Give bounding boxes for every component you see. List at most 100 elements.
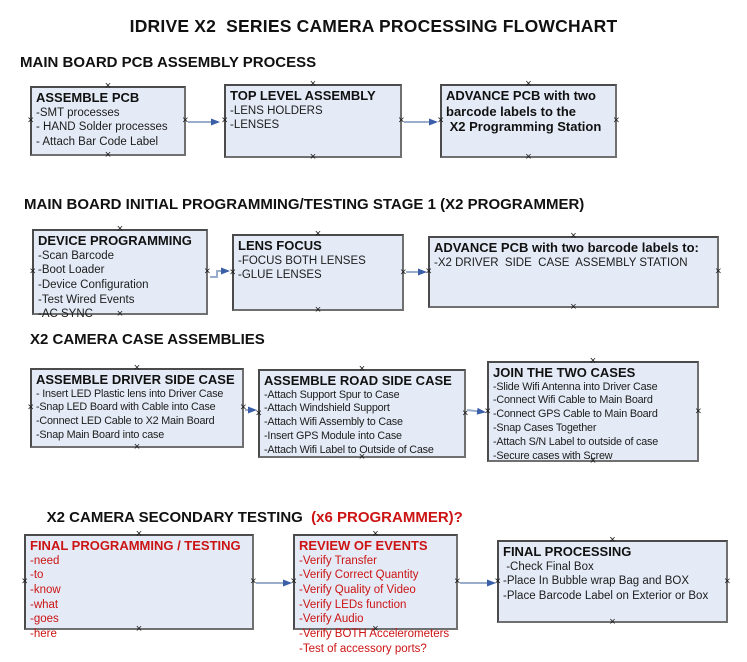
box-item: -Check Final Box <box>503 560 594 573</box>
box-item: -Secure cases with Screw <box>493 449 613 462</box>
connection-handle-bottom: × <box>525 151 532 163</box>
connection-handle-bottom: × <box>358 451 366 463</box>
connection-handle-bottom: × <box>609 616 616 628</box>
box-items: -Scan Barcode-Boot Loader-Device Configu… <box>38 249 202 323</box>
box-title: ADVANCE PCB with two barcode labels to t… <box>446 88 602 135</box>
flow-box-device-programming: DEVICE PROGRAMMING -Scan Barcode-Boot Lo… <box>29 224 211 321</box>
box-item: -Verify Quality of Video <box>299 584 416 597</box>
connection-handle-right: × <box>204 265 211 278</box>
box-item: -Snap Cases Together <box>493 422 597 435</box>
box-title: ASSEMBLE PCB <box>36 90 140 105</box>
box-item: -Test of accessory ports? <box>299 642 427 655</box>
flow-box-top-level-assembly: TOP LEVEL ASSEMBLY -LENS HOLDERS-LENSES … <box>221 79 405 163</box>
connection-handle-left: × <box>21 575 28 588</box>
connection-handle-top: × <box>570 230 577 242</box>
box-item: -Verify Audio <box>299 613 364 626</box>
box-item: -Attach Wifi Assembly to Case <box>264 416 403 429</box>
box-item: -Attach Support Spur to Case <box>264 388 400 401</box>
connection-handle-left: × <box>255 407 262 419</box>
box-title: TOP LEVEL ASSEMBLY <box>230 88 376 103</box>
flow-box-join-the-two-cases: JOIN THE TWO CASES -Slide Wifi Antenna i… <box>484 356 702 467</box>
box-item: -Place In Bubble wrap Bag and BOX <box>503 575 690 588</box>
connection-handle-right: × <box>695 405 702 417</box>
connection-handle-left: × <box>221 114 228 127</box>
box-item: -FOCUS BOTH LENSES <box>238 254 366 267</box>
connection-handle-bottom: × <box>104 149 112 161</box>
connection-handle-top: × <box>135 528 143 540</box>
page-title: IDRIVE X2 SERIES CAMERA PROCESSING FLOWC… <box>129 16 618 36</box>
connection-handle-right: × <box>240 401 247 414</box>
connection-handle-bottom: × <box>589 455 597 467</box>
box-item: -Verify Transfer <box>299 554 377 567</box>
flow-box-assemble-pcb: ASSEMBLE PCB -SMT processes- HAND Solder… <box>27 81 189 161</box>
connection-handle-right: × <box>724 575 731 587</box>
flow-box-review-of-events: REVIEW OF EVENTS -Verify Transfer-Verify… <box>290 529 461 655</box>
box-items: -Verify Transfer -Verify Correct Quantity… <box>299 554 452 657</box>
box-item: - HAND Solder processes <box>36 121 168 134</box>
box-title: REVIEW OF EVENTS <box>299 538 428 553</box>
connection-handle-bottom: × <box>314 304 322 316</box>
box-item: -Snap Main Board into case <box>36 429 165 442</box>
connection-handle-top: × <box>358 363 366 375</box>
box-title: FINAL PROCESSING <box>503 544 632 559</box>
flow-box-assemble-road-side-case: ASSEMBLE ROAD SIDE CASE -Attach Support … <box>255 364 469 463</box>
connection-handle-bottom: × <box>570 301 577 313</box>
box-item: -Verify BOTH Accelerometers <box>299 628 450 641</box>
flow-box-final-programming-testing: FINAL PROGRAMMING / TESTING -need-to-kno… <box>21 529 256 641</box>
box-items: -X2 DRIVER SIDE CASE ASSEMBLY STATION <box>434 256 713 271</box>
box-item: -GLUE LENSES <box>238 269 322 282</box>
connection-handle-right: × <box>454 575 461 588</box>
connection-handle-left: × <box>29 265 36 278</box>
box-item: - Attach Bar Code Label <box>36 136 159 149</box>
box-items: -LENS HOLDERS-LENSES <box>230 104 396 133</box>
box-items: -Attach Support Spur to Case-Attach Wind… <box>264 389 460 458</box>
box-items: -SMT processes- HAND Solder processes- A… <box>36 106 180 150</box>
box-item: -to <box>30 569 44 582</box>
section-heading-main-board-pcb: MAIN BOARD PCB ASSEMBLY PROCESS <box>20 54 317 71</box>
connection-handle-right: × <box>715 265 722 278</box>
box-item: -know <box>30 584 61 597</box>
box-item: -Connect Wifi Cable to Main Board <box>493 394 653 407</box>
flow-box-lens-focus: LENS FOCUS -FOCUS BOTH LENSES-GLUE LENSE… <box>229 229 406 316</box>
box-item: -Verify LEDs function <box>299 598 407 611</box>
box-item: -LENSES <box>230 119 280 132</box>
section-heading-red-part: (x6 PROGRAMMER)? <box>311 509 463 526</box>
connection-handle-top: × <box>116 223 124 235</box>
box-items: -Slide Wifi Antenna into Driver Case-Con… <box>493 381 693 464</box>
box-item: -Verify Correct Quantity <box>299 569 419 582</box>
box-items: -need-to-know-what-goes-here <box>30 554 248 642</box>
box-title: JOIN THE TWO CASES <box>493 365 636 380</box>
connection-handle-right: × <box>613 114 620 127</box>
connection-handle-top: × <box>104 80 112 92</box>
box-item: -Connect LED Cable to X2 Main Board <box>36 415 215 428</box>
connection-handle-left: × <box>484 405 491 417</box>
box-items: -FOCUS BOTH LENSES -GLUE LENSES <box>238 254 398 283</box>
connection-handle-left: × <box>27 114 34 127</box>
flow-box-advance-pcb-driver-side-station: ADVANCE PCB with two barcode labels to: … <box>425 231 722 313</box>
connection-handle-right: × <box>398 114 405 127</box>
box-item: -Device Configuration <box>38 279 149 292</box>
box-title: ASSEMBLE ROAD SIDE CASE <box>264 373 452 388</box>
connection-handle-right: × <box>182 114 189 127</box>
connection-handle-bottom: × <box>133 441 141 453</box>
connection-handle-top: × <box>309 78 317 90</box>
connection-handle-bottom: × <box>116 308 124 320</box>
flow-box-final-processing: FINAL PROCESSING -Check Final Box -Place … <box>494 535 731 628</box>
flow-arrow-programming-to-lensfocus <box>210 267 230 278</box>
connection-handle-top: × <box>609 534 616 546</box>
section-heading-initial-programming: MAIN BOARD INITIAL PROGRAMMING/TESTING S… <box>24 196 585 213</box>
box-item: -Connect GPS Cable to Main Board <box>493 408 658 421</box>
connection-handle-top: × <box>372 528 379 540</box>
connection-handle-bottom: × <box>309 151 317 163</box>
box-title: ADVANCE PCB with two barcode labels to: <box>434 240 699 255</box>
connection-handle-bottom: × <box>135 623 143 635</box>
box-item: -AC SYNC <box>38 308 93 321</box>
box-item: -Attach Windshield Support <box>264 402 390 415</box>
box-item: -Insert GPS Module into Case <box>264 430 402 443</box>
connection-handle-right: × <box>462 407 469 419</box>
connection-handle-left: × <box>27 401 34 414</box>
connection-handle-left: × <box>229 266 236 278</box>
box-item: -Scan Barcode <box>38 249 115 262</box>
box-item: -here <box>30 628 57 641</box>
